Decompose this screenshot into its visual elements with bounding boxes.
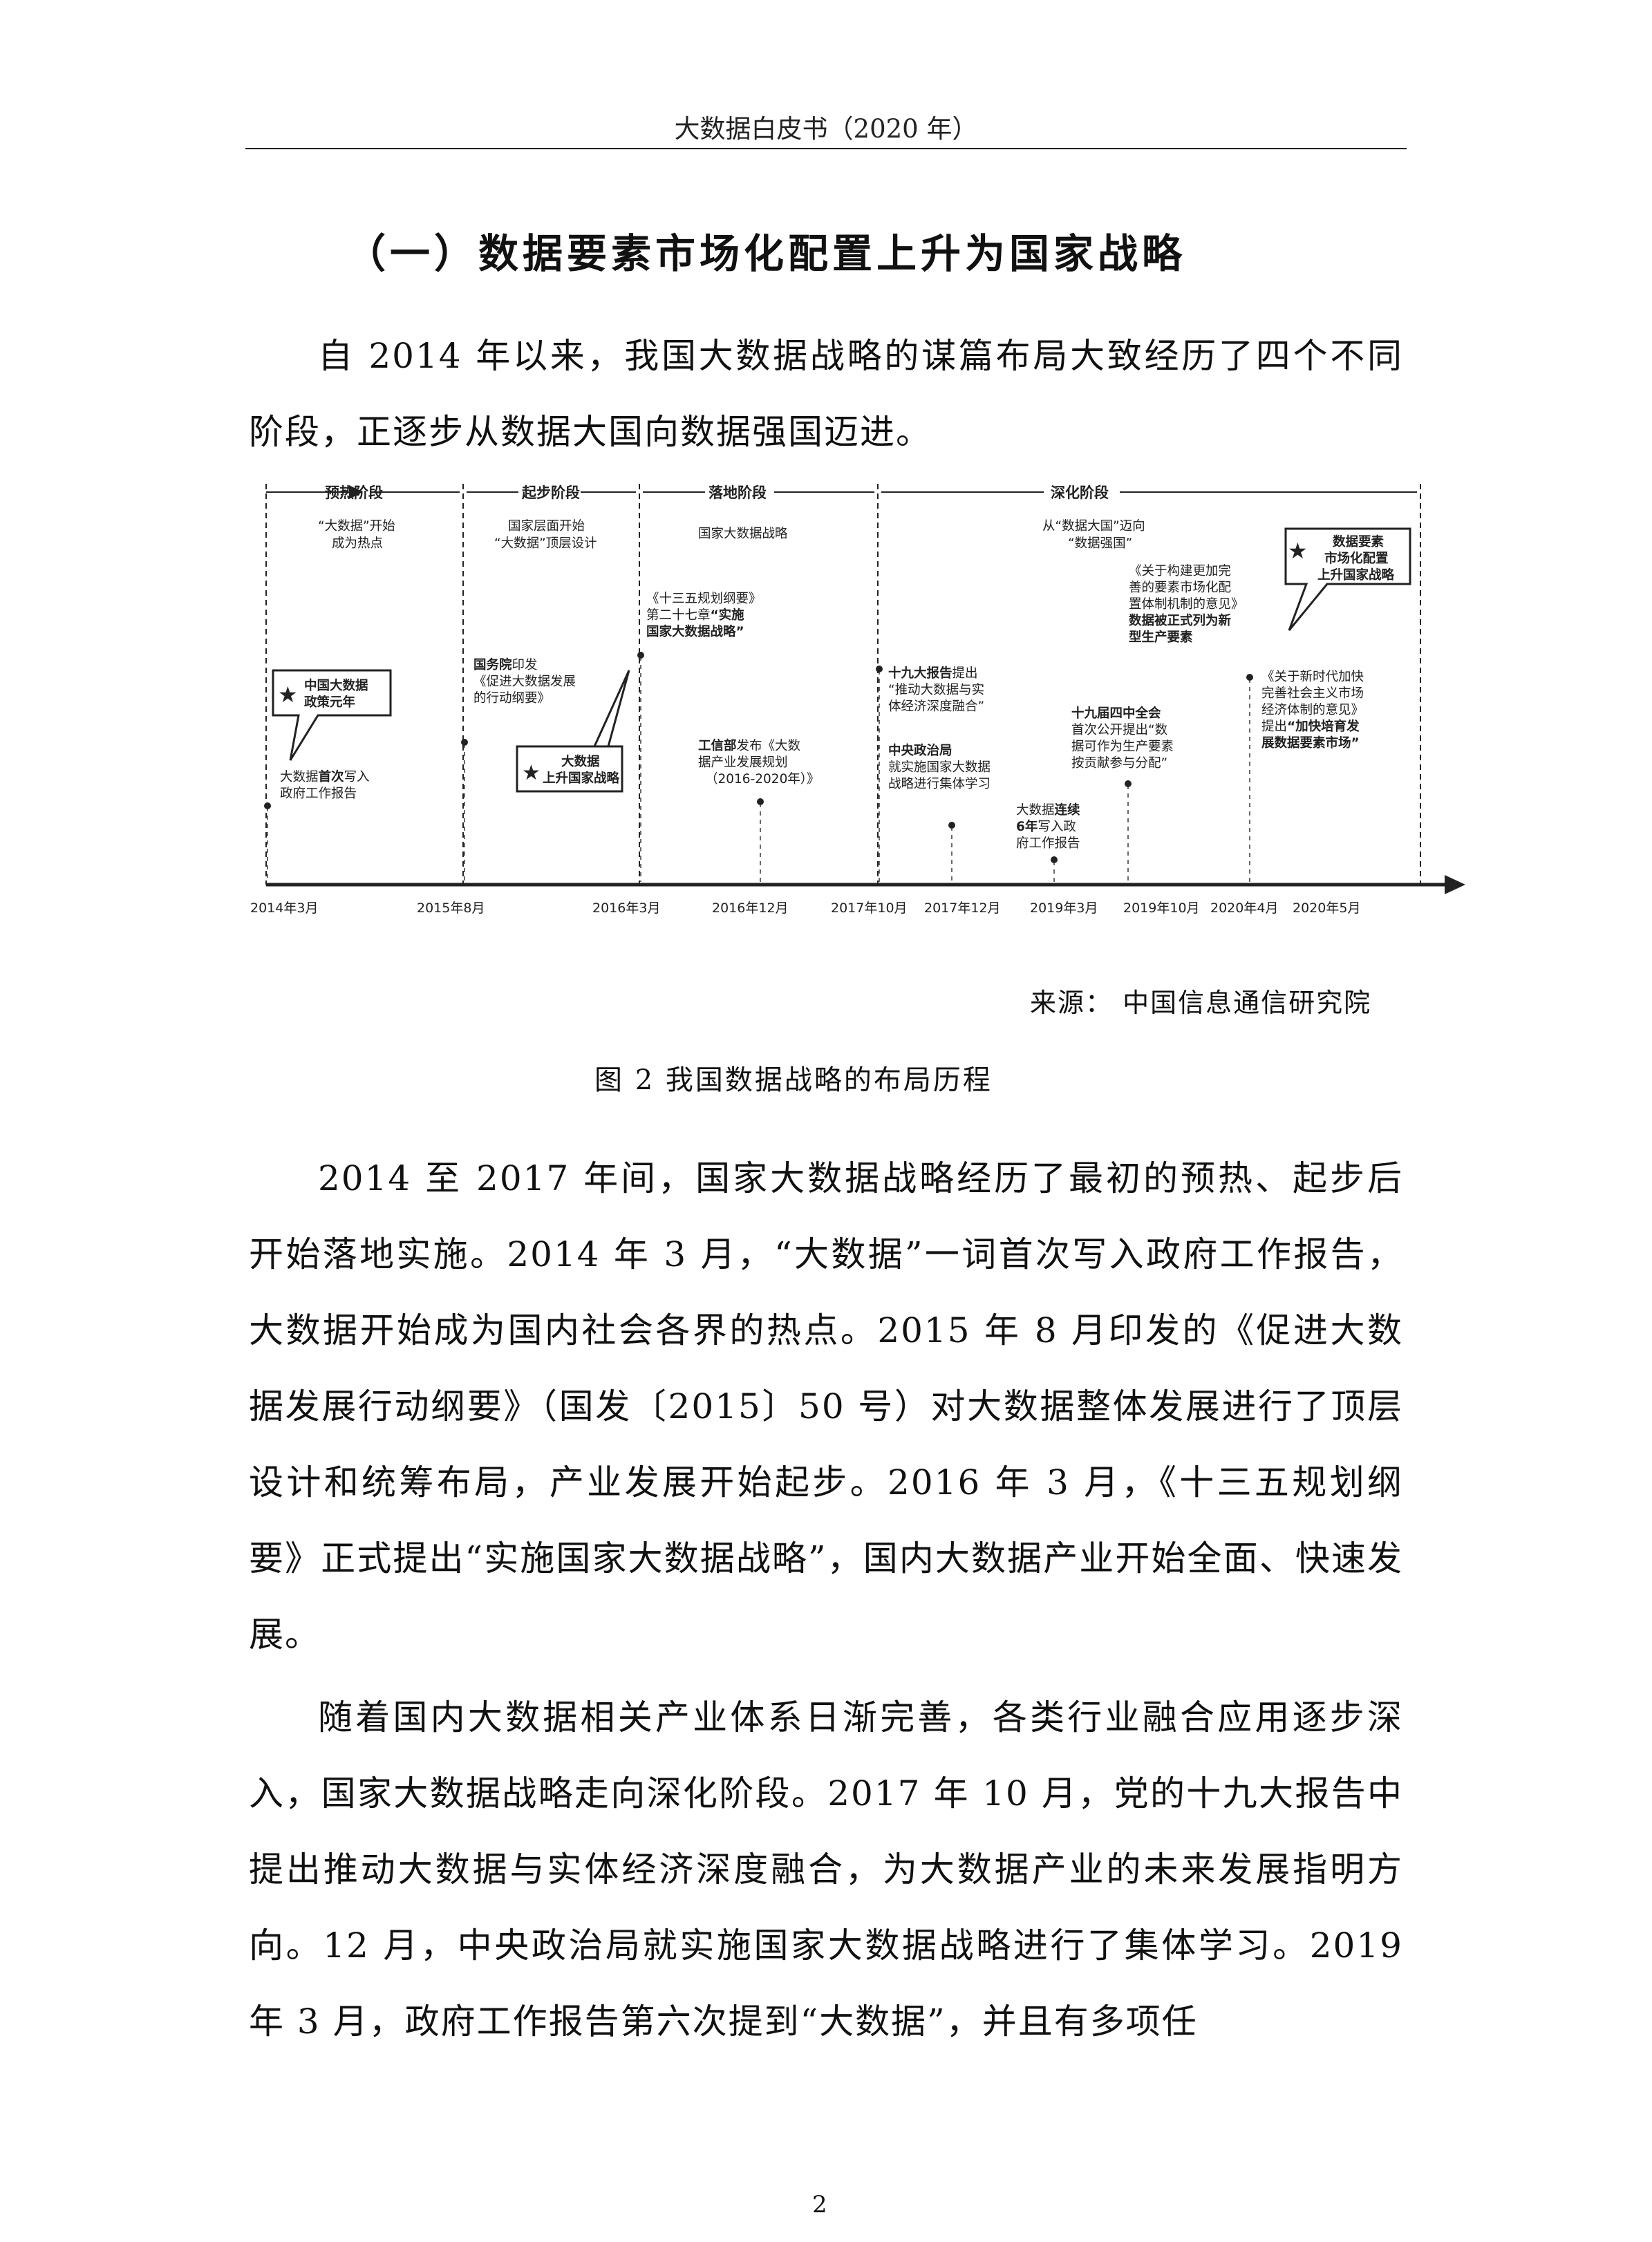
page-header: 大数据白皮书（2020 年） [674, 114, 978, 144]
event-2016-12-text: 工信部发布《大数 [698, 738, 800, 753]
event-2019-10-text: 据可作为生产要素 [1071, 740, 1174, 754]
event-2017-10-text: 体经济深度融合” [888, 699, 984, 714]
callout-2020-text: 数据要素 [1333, 534, 1384, 549]
tick-label: 2015年8月 [417, 901, 485, 916]
event-2014-text: 大数据首次写入 [280, 769, 370, 784]
event-2020-05-text: 提出“加快培育发 [1261, 719, 1360, 734]
event-2017-12-text: 中央政治局 [888, 743, 952, 758]
phase-desc-start-2: “大数据”顶层设计 [494, 536, 597, 551]
callout-2015-text: 上升国家战略 [543, 771, 620, 786]
event-2019-03-text: 府工作报告 [1016, 836, 1080, 851]
event-2019-03-text: 大数据连续 [1016, 802, 1080, 818]
event-2020-05-text: 《关于新时代加快 [1261, 670, 1364, 684]
paragraph-body-1: 2014 至 2017 年间，国家大数据战略经历了最初的预热、起步后开始落地实施… [249, 1158, 1403, 1655]
event-dots [264, 652, 1253, 863]
phase-label-start: 起步阶段 [521, 484, 580, 501]
event-2015-text: 的行动纲要》 [473, 691, 550, 706]
header-divider [245, 148, 1407, 149]
event-2019-10-text: 十九届四中全会 [1071, 706, 1161, 721]
figure-caption: 图 2 我国数据战略的布局历程 [594, 1064, 993, 1096]
event-2015-text: 《促进大数据发展 [473, 675, 576, 689]
tick-label: 2020年4月 [1210, 901, 1278, 916]
event-2015-text: 国务院印发 [473, 657, 538, 672]
callout-bubble-2014 [272, 669, 392, 761]
event-2020-04-text: 置体制机制的意见》 [1129, 597, 1244, 612]
event-2020-05-text: 经济体制的意见》 [1261, 703, 1364, 717]
event-2016-12-text: （2016-2020年）》 [705, 772, 820, 786]
event-2020-04-text: 《关于构建更加完 [1129, 564, 1231, 578]
event-2019-03-text: 6年写入政 [1016, 819, 1076, 834]
callout-2020-text: 上升国家战略 [1317, 567, 1395, 583]
phase-label-landing: 落地阶段 [708, 484, 767, 501]
callout-2015-text: 大数据 [561, 754, 600, 769]
section-title: （一）数据要素市场化配置上升为国家战略 [346, 230, 1187, 277]
page-number: 2 [812, 2191, 827, 2219]
tick-label: 2014年3月 [250, 901, 318, 916]
timeline-axis-arrow [1445, 875, 1465, 894]
event-2017-12-text: 战略进行集体学习 [888, 777, 991, 791]
phase-desc-landing-1: 国家大数据战略 [698, 527, 788, 541]
event-2016-03-text: 第二十七章“实施 [646, 607, 744, 623]
event-2014-text: 政府工作报告 [280, 786, 357, 801]
phase-desc-warmup-1: “大数据”开始 [318, 519, 395, 534]
event-2017-12-text: 就实施国家大数据 [888, 760, 991, 775]
event-2019-10-text: 按贡献参与分配” [1071, 756, 1167, 771]
event-stems [267, 657, 1250, 882]
phase-label-deepening: 深化阶段 [1051, 484, 1109, 501]
timeline-figure: 预热阶段 起步阶段 落地阶段 深化阶段 “大数据”开始 成为热点 国家层面开始 … [249, 470, 1465, 940]
tick-label: 2016年12月 [712, 901, 789, 916]
phase-desc-warmup-2: 成为热点 [332, 536, 383, 551]
tick-label: 2019年3月 [1030, 901, 1098, 916]
callout-bubble-2015 [516, 670, 630, 793]
event-2020-05-text: 展数据要素市场” [1261, 735, 1360, 751]
tick-label: 2020年5月 [1293, 901, 1360, 916]
callout-2014-text: 中国大数据 [304, 678, 368, 693]
phase-label-warmup: 预热阶段 [325, 484, 383, 501]
event-2016-12-text: 据产业发展规划 [698, 755, 788, 770]
phase-brackets [265, 484, 1421, 885]
star-icon: ★ [278, 681, 298, 708]
event-2017-10-text: 十九大报告提出 [888, 666, 978, 681]
event-2019-10-text: 首次公开提出“数 [1071, 723, 1167, 737]
figure-source: 来源： 中国信息通信研究院 [1030, 988, 1372, 1018]
callout-bubble-2020 [1284, 527, 1411, 631]
phase-desc-deepening-2: “数据强国” [1068, 536, 1132, 551]
tick-label: 2016年3月 [592, 901, 660, 916]
event-2017-10-text: “推动大数据与实 [888, 683, 984, 697]
event-2016-03-text: 《十三五规划纲要》 [646, 592, 762, 606]
event-2020-05-text: 完善社会主义市场 [1261, 686, 1364, 701]
event-2016-03-text: 国家大数据战略” [646, 624, 744, 639]
timeline-diagram: 预热阶段 起步阶段 落地阶段 深化阶段 “大数据”开始 成为热点 国家层面开始 … [250, 484, 1465, 916]
paragraph-intro: 自 2014 年以来，我国大数据战略的谋篇布局大致经历了四个不同阶段，正逐步从数… [249, 336, 1403, 452]
event-2020-04-text: 型生产要素 [1129, 630, 1193, 645]
paragraph-body-2: 随着国内大数据相关产业体系日渐完善，各类行业融合应用逐步深入，国家大数据战略走向… [249, 1697, 1403, 2042]
phase-desc-deepening-1: 从“数据大国”迈向 [1042, 519, 1145, 534]
tick-label: 2019年10月 [1123, 901, 1200, 916]
event-2020-04-text: 善的要素市场化配 [1129, 581, 1231, 595]
callout-2014-text: 政策元年 [304, 695, 355, 710]
callout-2020-text: 市场化配置 [1324, 551, 1389, 566]
star-icon: ★ [522, 761, 541, 785]
tick-label: 2017年10月 [831, 901, 908, 916]
phase-desc-start-1: 国家层面开始 [508, 519, 585, 534]
tick-label: 2017年12月 [924, 901, 1001, 916]
event-2020-04-text: 数据被正式列为新 [1129, 613, 1232, 628]
star-icon: ★ [1288, 538, 1308, 564]
